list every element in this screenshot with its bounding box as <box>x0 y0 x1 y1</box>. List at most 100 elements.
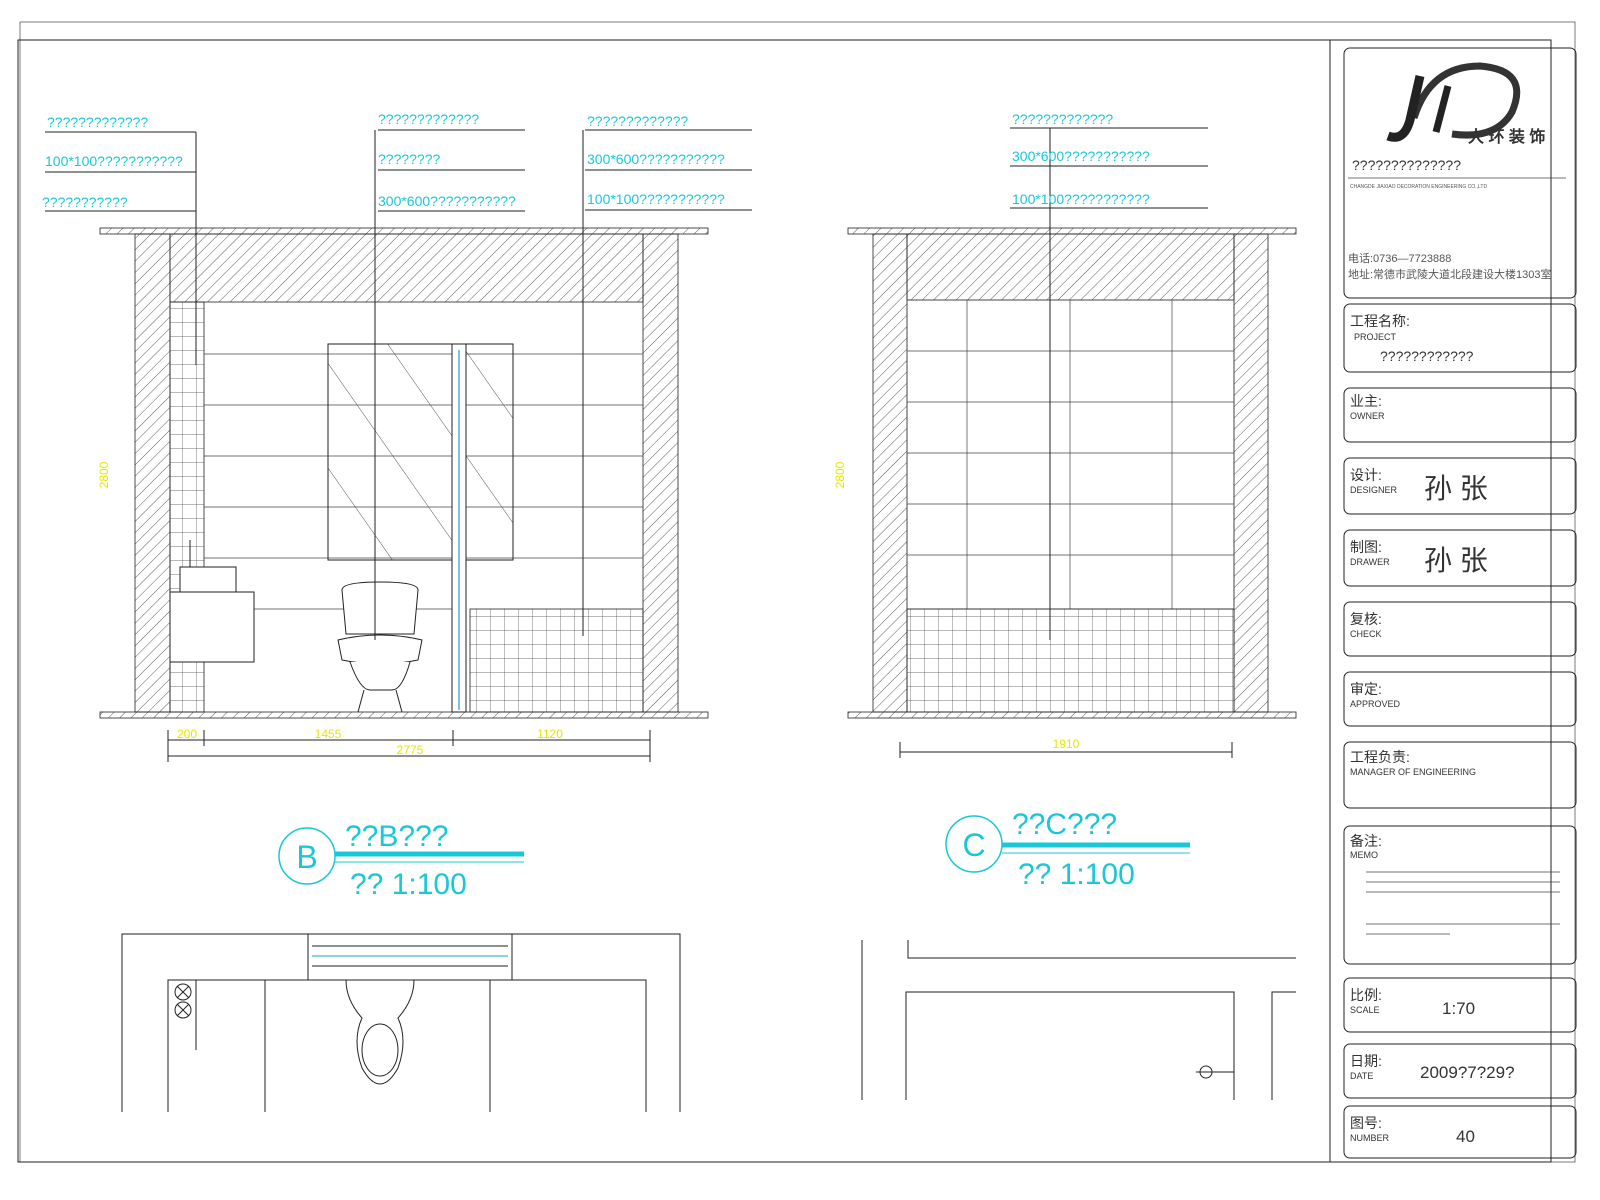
vanity-cabinet <box>169 591 255 663</box>
field-approved-en: APPROVED <box>1350 699 1401 709</box>
elevation-c: ????????????? 300*600??????????? 100*100… <box>833 111 1297 891</box>
callout-leaders <box>1010 127 1208 640</box>
toilet-plan <box>345 979 415 1085</box>
dimension-lines <box>167 730 651 762</box>
field-scale <box>1343 977 1577 1033</box>
plan-view-right <box>861 940 1296 1100</box>
field-date <box>1343 1043 1577 1099</box>
left-wall <box>134 233 171 713</box>
field-manager-cn: 工程负责: <box>1350 749 1410 765</box>
callout-c-2: 300*600??????????? <box>1012 148 1150 164</box>
field-memo <box>1343 825 1577 965</box>
field-approved <box>1343 671 1577 727</box>
callout-left-3: ??????????? <box>42 194 128 210</box>
plan-view-left <box>121 933 681 1112</box>
dim-1120: 1120 <box>537 727 563 741</box>
field-project-value: ???????????? <box>1380 348 1474 364</box>
callout-c-3: 100*100??????????? <box>1012 191 1150 207</box>
floor-slab <box>99 711 709 719</box>
view-scale-c: ?? 1:100 <box>1018 858 1135 891</box>
field-owner-en: OWNER <box>1350 411 1385 421</box>
field-memo-cn: 备注: <box>1350 833 1382 849</box>
field-number-value: 40 <box>1456 1127 1475 1146</box>
view-scale-b: ?? 1:100 <box>350 868 467 901</box>
field-check-cn: 复核: <box>1350 611 1382 627</box>
ceiling-slab <box>847 227 1297 235</box>
mirror <box>327 343 514 561</box>
callout-right-3: 100*100??????????? <box>587 191 725 207</box>
field-number <box>1343 1105 1577 1159</box>
field-check-en: CHECK <box>1350 629 1382 639</box>
company-address: 地址:常德市武陵大道北段建设大楼1303室 <box>1348 267 1552 281</box>
field-owner-cn: 业主: <box>1350 393 1382 409</box>
dim-total: 2775 <box>397 743 424 757</box>
svg-text:大 环 装 饰: 大 环 装 饰 <box>1468 127 1545 146</box>
wall-tile-grid <box>906 299 1235 610</box>
callout-center-3: 300*600??????????? <box>378 193 516 209</box>
washbasin <box>179 566 237 593</box>
view-tag-letter-c: C <box>962 827 985 863</box>
field-manager-en: MANAGER OF ENGINEERING <box>1350 767 1476 777</box>
inner-border <box>17 39 1552 1163</box>
ceiling-band <box>169 233 644 303</box>
field-date-en: DATE <box>1350 1071 1373 1081</box>
floor-tile-band <box>469 608 644 713</box>
height-dimension: 2800 <box>833 461 847 488</box>
field-number-cn: 图号: <box>1350 1115 1382 1131</box>
callout-center-1: ????????????? <box>378 111 479 127</box>
ceiling-slab <box>99 227 709 235</box>
field-number-en: NUMBER <box>1350 1133 1390 1143</box>
field-drawer-cn: 制图: <box>1350 539 1382 555</box>
field-designer-en: DESIGNER <box>1350 485 1398 495</box>
field-designer-value: 孙 张 <box>1424 473 1488 504</box>
toilet-elevation <box>337 581 423 713</box>
field-scale-en: SCALE <box>1350 1005 1380 1015</box>
field-designer <box>1343 457 1577 515</box>
dim-width: 1910 <box>1053 737 1080 751</box>
callout-center-2: ???????? <box>378 151 441 167</box>
company-name-en: CHANGDE JIAXIAO DECORATION ENGINEERING C… <box>1350 184 1487 190</box>
floor-slab <box>847 711 1297 719</box>
view-tag-letter-b: B <box>296 839 317 875</box>
left-wall <box>872 233 908 713</box>
field-date-cn: 日期: <box>1350 1053 1382 1069</box>
right-wall <box>1233 233 1269 713</box>
field-drawer-en: DRAWER <box>1350 557 1390 567</box>
company-name: ?????????????? <box>1352 157 1461 173</box>
memo-fine-print <box>1366 871 1560 935</box>
field-project-cn: 工程名称: <box>1350 313 1410 329</box>
field-check <box>1343 601 1577 657</box>
field-project-en: PROJECT <box>1354 332 1397 342</box>
callout-left-1: ????????????? <box>47 114 148 130</box>
field-scale-value: 1:70 <box>1442 999 1475 1018</box>
view-title-c: ??C??? <box>1012 808 1117 841</box>
field-memo-en: MEMO <box>1350 850 1378 860</box>
dim-200: 200 <box>177 727 197 741</box>
field-designer-cn: 设计: <box>1350 467 1382 483</box>
view-title-b: ??B??? <box>345 820 448 853</box>
height-dimension: 2800 <box>97 461 111 488</box>
field-project <box>1343 303 1577 373</box>
callout-leaders <box>45 129 752 640</box>
field-drawer <box>1343 529 1577 587</box>
company-logo: 大 环 装 饰 <box>1386 62 1545 146</box>
right-wall <box>642 233 679 713</box>
company-phone: 电话:0736—7723888 <box>1348 252 1451 265</box>
callout-left-2: 100*100??????????? <box>45 153 183 169</box>
field-drawer-value: 孙 张 <box>1424 545 1488 576</box>
ceiling-band <box>906 233 1235 301</box>
callout-right-2: 300*600??????????? <box>587 151 725 167</box>
elevation-b: ????????????? 100*100??????????? ???????… <box>42 111 752 901</box>
company-box <box>1343 47 1577 299</box>
dim-1455: 1455 <box>315 727 342 741</box>
dimension-lines <box>899 742 1233 758</box>
field-owner <box>1343 387 1577 443</box>
field-approved-cn: 审定: <box>1350 681 1382 697</box>
field-scale-cn: 比例: <box>1350 987 1382 1003</box>
floor-tile-band <box>906 608 1235 713</box>
field-date-value: 2009?7?29? <box>1420 1063 1515 1082</box>
title-block: 大 环 装 饰 ?????????????? CHANGDE JIAXIAO D… <box>1343 47 1577 1159</box>
field-manager <box>1343 741 1577 809</box>
callout-right-1: ????????????? <box>587 113 688 129</box>
